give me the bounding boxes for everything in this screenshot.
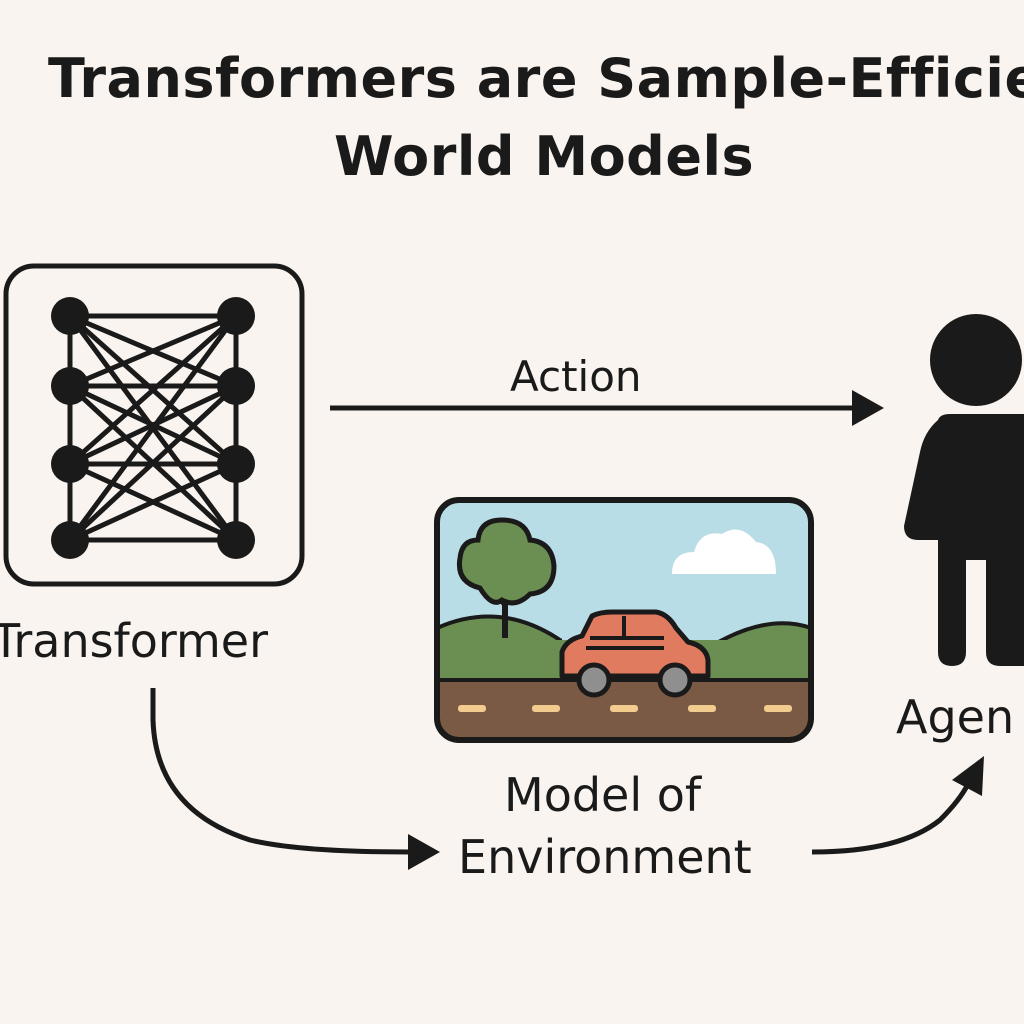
environment-to-agent-arrow xyxy=(811,756,984,855)
network-nodes xyxy=(51,297,255,559)
environment-box xyxy=(434,497,814,743)
title-line-1: Transformers are Sample-Efficie xyxy=(48,47,1024,110)
transformer-label: Transformer xyxy=(0,614,269,668)
person-icon xyxy=(904,314,1024,666)
environment-node xyxy=(434,497,814,743)
transformer-node xyxy=(3,263,305,587)
environment-label-line-2: Environment xyxy=(458,830,752,884)
road-dashes xyxy=(458,705,792,712)
transformer-box xyxy=(3,263,305,587)
title-line-2: World Models xyxy=(334,125,755,188)
car-icon xyxy=(559,609,711,698)
transformer-to-environment-arrow xyxy=(150,688,440,870)
environment-label-line-1: Model of xyxy=(504,768,702,822)
action-label: Action xyxy=(510,352,642,401)
tree-icon xyxy=(456,517,557,638)
landscape-car-icon xyxy=(437,500,811,740)
neural-network-icon xyxy=(67,313,239,543)
cloud-icon xyxy=(672,529,776,574)
action-arrow xyxy=(330,390,884,426)
agent-label: Agen xyxy=(896,690,1015,744)
